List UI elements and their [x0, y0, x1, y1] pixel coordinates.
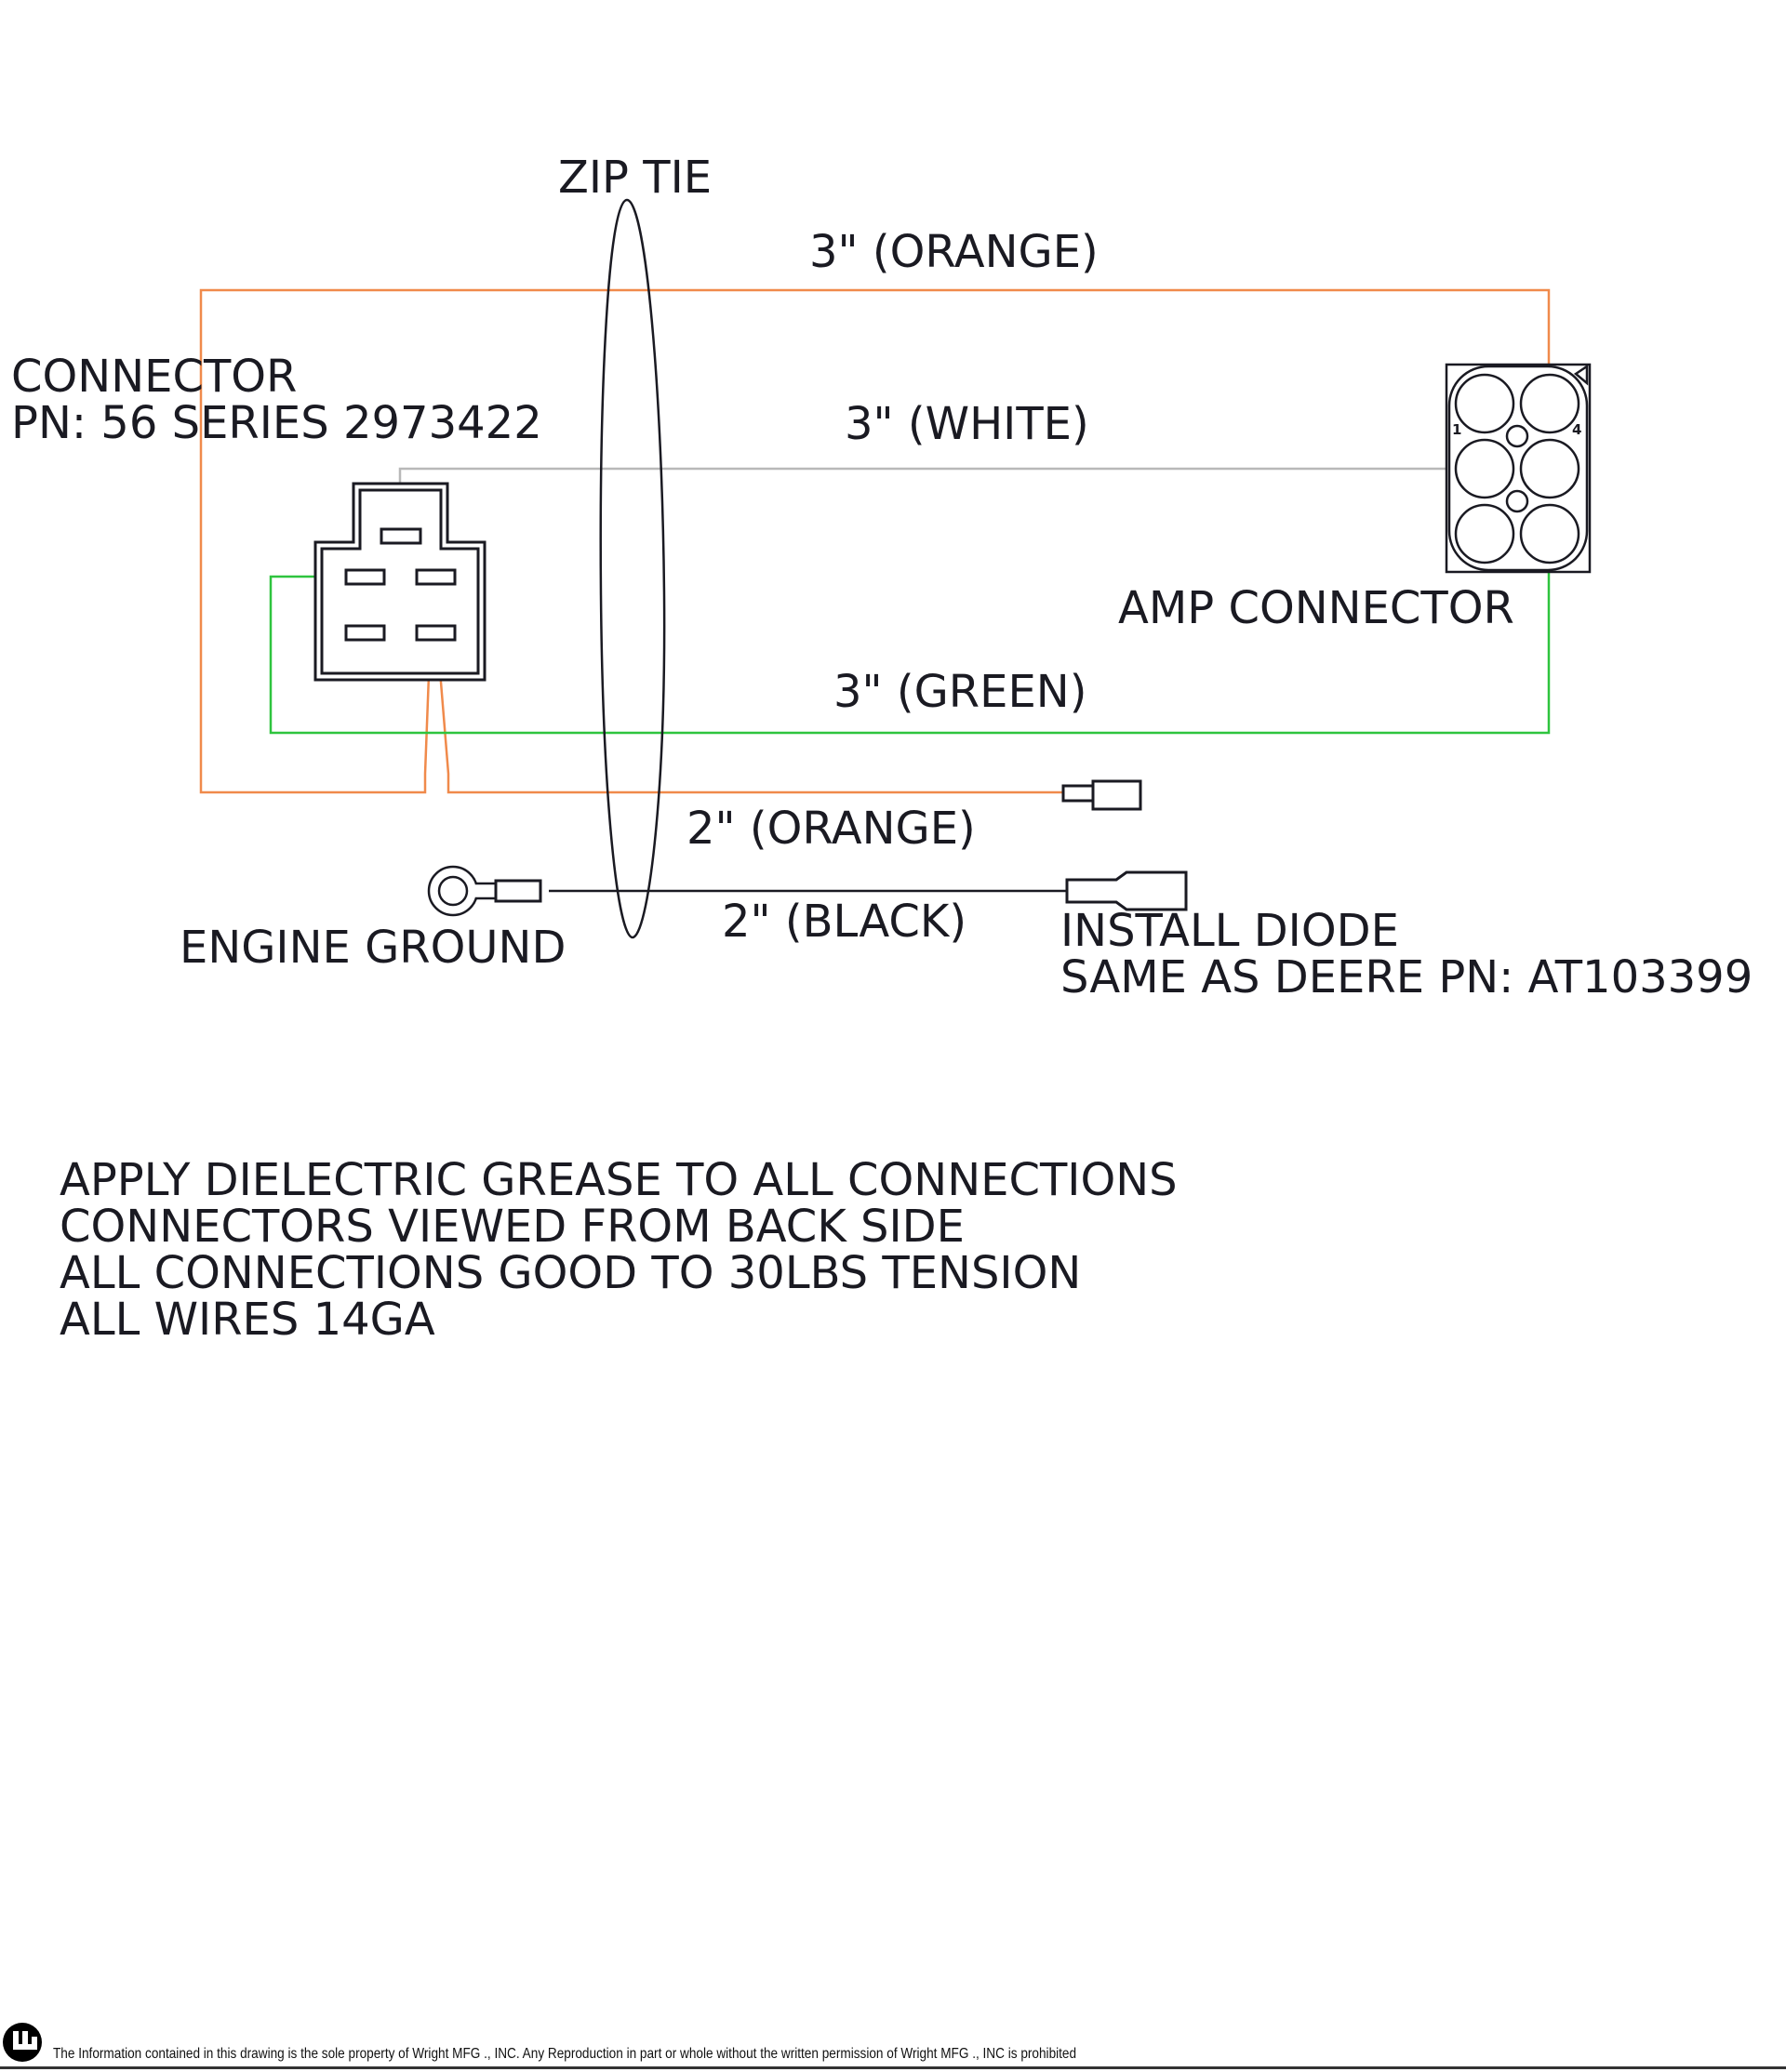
- notes-block: APPLY DIELECTRIC GREASE TO ALL CONNECTIO…: [60, 1154, 1178, 1346]
- connector-pin-mid-left: [344, 568, 386, 586]
- engine-ground-label: ENGINE GROUND: [180, 922, 566, 974]
- wire-label-orange-3in: 3" (ORANGE): [809, 226, 1099, 278]
- zip-tie-label: ZIP TIE: [558, 152, 712, 204]
- diode-terminal: [1065, 870, 1188, 911]
- ring-terminal-icon: [427, 865, 542, 917]
- wire-label-green-3in: 3" (GREEN): [833, 666, 1086, 718]
- note-line: ALL WIRES 14GA: [60, 1294, 435, 1346]
- connector-pin-mid-right: [415, 568, 457, 586]
- diode-label-line2: SAME AS DEERE PN: AT103399: [1060, 951, 1753, 1003]
- diode-label-line1: INSTALL DIODE: [1060, 905, 1399, 957]
- wire-orange-3in: [199, 288, 1551, 794]
- footer: The Information contained in this drawin…: [0, 2011, 1786, 2072]
- connector-pin-bottom-left: [344, 624, 386, 642]
- amp-pin-label-right: 4: [1572, 421, 1581, 438]
- zip-tie-icon: [599, 198, 666, 939]
- note-line: ALL CONNECTIONS GOOD TO 30LBS TENSION: [60, 1247, 1081, 1299]
- wiring-diagram: 1 4 ZIP TIE 3" (ORANGE) CONNECTOR PN: 56…: [11, 152, 1753, 1346]
- amp-pin-label-left: 1: [1452, 421, 1461, 438]
- amp-connector-label: AMP CONNECTOR: [1118, 582, 1514, 634]
- footer-divider: [0, 2066, 1786, 2069]
- connector-pin-top: [380, 527, 422, 545]
- wire-label-orange-2in: 2" (ORANGE): [686, 803, 976, 855]
- connector-pin-bottom-right: [415, 624, 457, 642]
- note-line: CONNECTORS VIEWED FROM BACK SIDE: [60, 1201, 965, 1253]
- footer-disclaimer: The Information contained in this drawin…: [53, 2046, 1077, 2062]
- connector-title: CONNECTOR: [11, 351, 297, 403]
- amp-connector: 1 4: [1445, 363, 1592, 574]
- wire-orange-2in: [434, 624, 1063, 794]
- wire-label-white-3in: 3" (WHITE): [845, 398, 1089, 450]
- wire-green-3in: [269, 532, 1551, 735]
- connector-56-series: [313, 482, 486, 682]
- note-line: APPLY DIELECTRIC GREASE TO ALL CONNECTIO…: [60, 1154, 1178, 1206]
- spade-terminal: [1061, 779, 1142, 811]
- wire-label-black-2in: 2" (BLACK): [722, 896, 966, 948]
- wright-mfg-logo-icon: [3, 2023, 42, 2062]
- connector-part-number: PN: 56 SERIES 2973422: [11, 397, 542, 449]
- wire-white-3in: [398, 467, 1486, 528]
